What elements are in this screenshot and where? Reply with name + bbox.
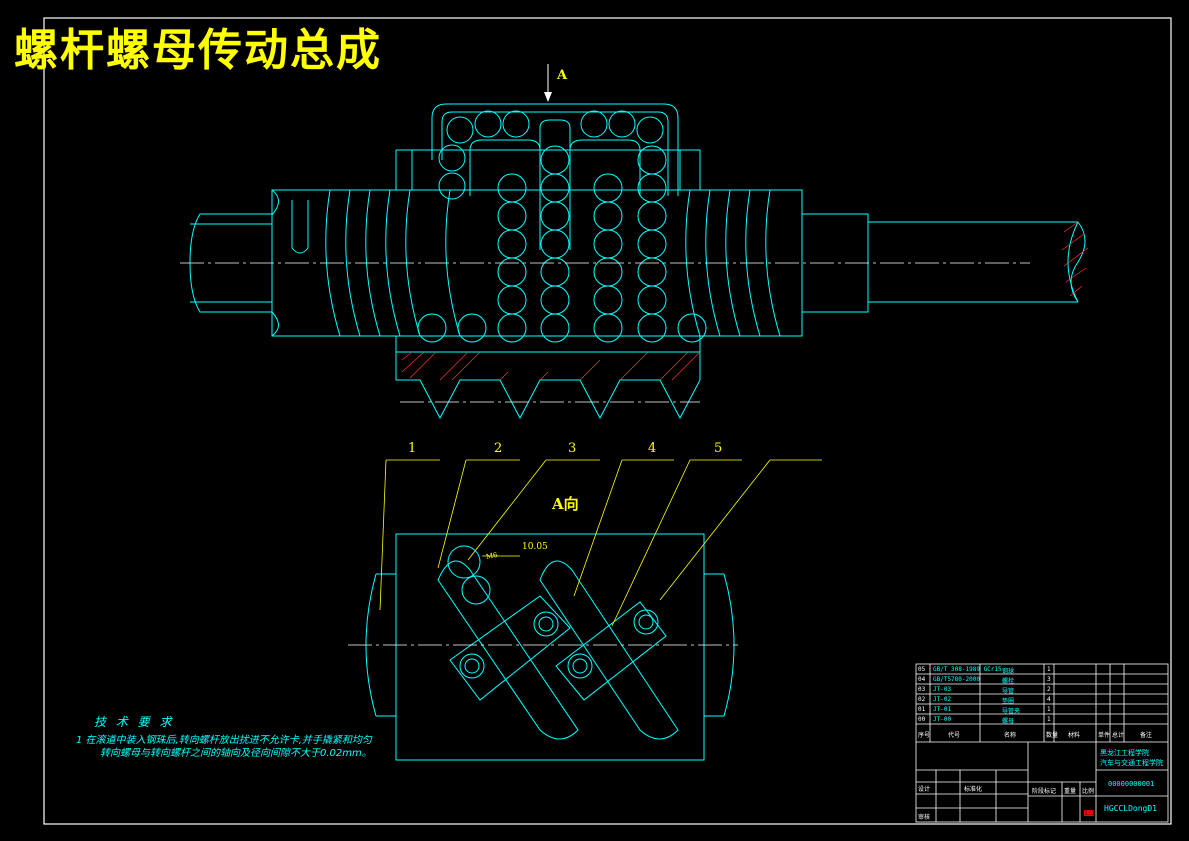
check-label: 审核 xyxy=(918,814,931,821)
bom-header-note: 备注 xyxy=(1140,732,1153,739)
part-number-4: 4 xyxy=(648,441,657,456)
bom-no-6: 00 xyxy=(918,716,926,723)
file-name: HGCCLDongD1 xyxy=(1104,804,1157,813)
bom-code-6: JT-00 xyxy=(933,716,952,723)
main-section-view xyxy=(189,103,1086,420)
bom-no-3: 03 xyxy=(918,686,926,693)
part-number-2: 2 xyxy=(494,441,503,456)
outer-frame xyxy=(43,17,1172,825)
bom-name-1: 钢球 xyxy=(1002,668,1015,675)
title-block-grid xyxy=(915,663,1169,823)
bom-qty-1: 1 xyxy=(1047,666,1051,673)
bom-header-total: 总计 xyxy=(1112,732,1125,739)
drawing-number: 00000000001 xyxy=(1108,780,1155,788)
bom-code-5: JT-01 xyxy=(933,706,952,713)
bom-no-1: 05 xyxy=(918,666,926,673)
bom-qty-4: 4 xyxy=(1047,696,1051,703)
bom-name-3: 导管 xyxy=(1002,688,1015,695)
bom-qty-5: 1 xyxy=(1047,706,1051,713)
bom-code-1: GB/T 308-1989 GCr15 xyxy=(933,666,1002,673)
scale-value: 1:1 xyxy=(1084,810,1095,817)
bom-name-4: 垫圈 xyxy=(1002,698,1015,705)
scale-label: 比例 xyxy=(1082,788,1095,795)
bom-no-2: 04 xyxy=(918,676,926,683)
view-marker-a: A xyxy=(557,68,568,83)
bom-code-2: GB/T5780-2000 xyxy=(933,676,980,683)
ball-chain xyxy=(417,110,707,343)
bom-header-code: 代号 xyxy=(948,732,961,739)
dept-name: 汽车与交通工程学院 xyxy=(1100,759,1163,767)
bom-header-unit: 单件 xyxy=(1098,732,1111,739)
part-number-5: 5 xyxy=(714,441,723,456)
stage-label: 阶段标记 xyxy=(1032,788,1057,795)
bom-no-4: 02 xyxy=(918,696,926,703)
weight-label: 重量 xyxy=(1064,788,1077,795)
bom-header-name: 名称 xyxy=(1004,732,1017,739)
bom-code-3: JT-03 xyxy=(933,686,952,693)
section-hatching xyxy=(401,221,1089,381)
bom-name-2: 螺栓 xyxy=(1002,678,1015,685)
bom-header-qty: 数量 xyxy=(1046,732,1059,739)
part-number-1: 1 xyxy=(408,441,417,456)
bom-qty-6: 1 xyxy=(1047,716,1051,723)
leader-lines xyxy=(379,459,822,627)
tech-req-heading: 技 术 要 求 xyxy=(94,715,175,729)
tech-req-line-1: 1 在滚道中装入钢珠后,转向螺杆放出扰进不允许卡,并手撬紧和均匀 xyxy=(76,735,372,746)
bom-header-no: 序号 xyxy=(918,732,931,739)
page-title: 螺杆螺母传动总成 xyxy=(14,25,382,76)
bom-header-mat: 材料 xyxy=(1068,732,1081,739)
school-name: 黑龙江工程学院 xyxy=(1100,749,1149,757)
bom-no-5: 01 xyxy=(918,706,926,713)
tech-req-line-2: 转向螺母与转向螺杆之间的轴向及径向间隙不大于0.02mm。 xyxy=(100,748,372,759)
bom-qty-2: 3 xyxy=(1047,676,1051,683)
dimension-value: 10.05 xyxy=(522,542,548,552)
view-label-a: A向 xyxy=(552,495,579,513)
a-view xyxy=(365,533,735,761)
part-number-3: 3 xyxy=(568,441,577,456)
bom-qty-3: 2 xyxy=(1047,686,1051,693)
std-label: 标准化 xyxy=(964,786,983,793)
designer-label: 设计 xyxy=(918,786,931,793)
bom-name-6: 螺母 xyxy=(1002,718,1015,725)
bom-code-4: JT-02 xyxy=(933,696,952,703)
bom-name-5: 导管夹 xyxy=(1002,708,1021,715)
